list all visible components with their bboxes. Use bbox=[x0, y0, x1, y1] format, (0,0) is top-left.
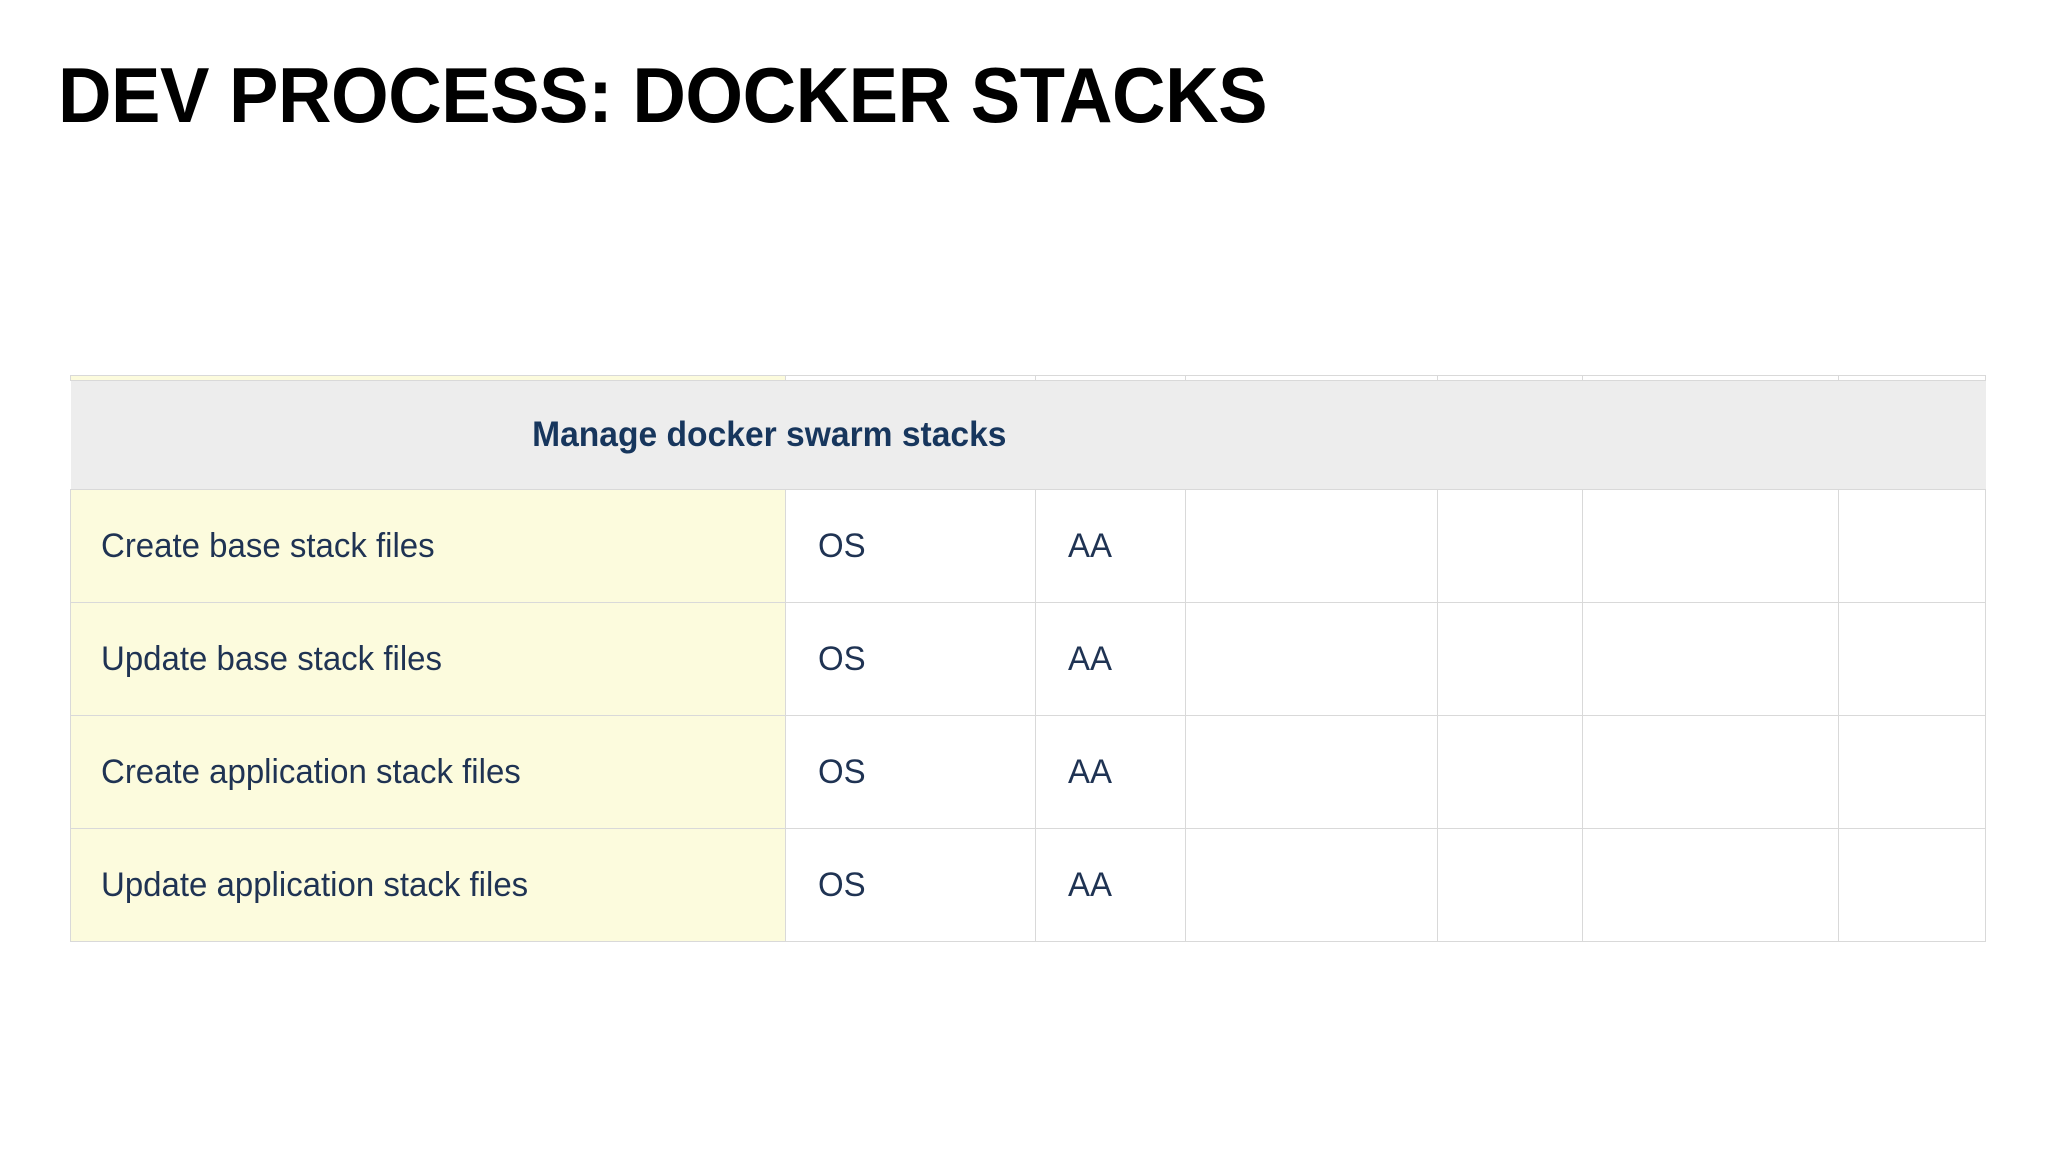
owner-label: OS bbox=[818, 752, 866, 791]
cell-col7[interactable] bbox=[1838, 602, 1986, 716]
cell-owner[interactable]: OS bbox=[785, 602, 1036, 716]
cell-owner[interactable]: OS bbox=[785, 715, 1036, 829]
task-label: Update base stack files bbox=[101, 639, 442, 678]
cell-assignee[interactable]: AA bbox=[1035, 602, 1186, 716]
cell-task[interactable]: Update base stack files bbox=[70, 602, 786, 716]
cell-owner[interactable]: OS bbox=[785, 489, 1036, 603]
owner-label: OS bbox=[818, 639, 866, 678]
cell-assignee[interactable]: AA bbox=[1035, 489, 1186, 603]
task-label: Create base stack files bbox=[101, 526, 435, 565]
table-row[interactable]: Update application stack files OS AA bbox=[70, 828, 1986, 942]
cell-col5[interactable] bbox=[1437, 828, 1583, 942]
page-title: DEV PROCESS: DOCKER STACKS bbox=[58, 51, 1268, 139]
cell-col4[interactable] bbox=[1185, 489, 1438, 603]
cell-task[interactable]: Create base stack files bbox=[70, 489, 786, 603]
cell-col7[interactable] bbox=[1838, 828, 1986, 942]
task-label: Create application stack files bbox=[101, 752, 521, 791]
owner-label: OS bbox=[818, 865, 866, 904]
cell-col7[interactable] bbox=[1838, 715, 1986, 829]
cell-col6[interactable] bbox=[1582, 602, 1839, 716]
cell-col6[interactable] bbox=[1582, 715, 1839, 829]
cell-col5[interactable] bbox=[1437, 715, 1583, 829]
cell-col4[interactable] bbox=[1185, 828, 1438, 942]
cell-assignee[interactable]: AA bbox=[1035, 828, 1186, 942]
cell-col4[interactable] bbox=[1185, 602, 1438, 716]
table-header-row: Manage docker swarm stacks bbox=[70, 380, 1986, 490]
assignee-label: AA bbox=[1068, 639, 1112, 678]
cell-owner[interactable]: OS bbox=[785, 828, 1036, 942]
owner-label: OS bbox=[818, 526, 866, 565]
cell-task[interactable]: Create application stack files bbox=[70, 715, 786, 829]
cell-col6[interactable] bbox=[1582, 828, 1839, 942]
table-sliver-row bbox=[70, 375, 1986, 381]
assignee-label: AA bbox=[1068, 526, 1112, 565]
table-row[interactable]: Update base stack files OS AA bbox=[70, 602, 1986, 716]
cell-task[interactable]: Update application stack files bbox=[70, 828, 786, 942]
cell-col6[interactable] bbox=[1582, 489, 1839, 603]
cell-col4[interactable] bbox=[1185, 715, 1438, 829]
table-row[interactable]: Create base stack files OS AA bbox=[70, 489, 1986, 603]
task-assignment-table: Manage docker swarm stacks Create base s… bbox=[70, 375, 1986, 942]
cell-assignee[interactable]: AA bbox=[1035, 715, 1186, 829]
table-header-title: Manage docker swarm stacks bbox=[531, 415, 1006, 454]
task-label: Update application stack files bbox=[101, 865, 529, 904]
assignee-label: AA bbox=[1068, 752, 1112, 791]
table-header-cell: Manage docker swarm stacks bbox=[70, 380, 1986, 490]
cell-col5[interactable] bbox=[1437, 602, 1583, 716]
sliver-cell-7 bbox=[1838, 375, 1986, 381]
cell-col5[interactable] bbox=[1437, 489, 1583, 603]
table-row[interactable]: Create application stack files OS AA bbox=[70, 715, 1986, 829]
cell-col7[interactable] bbox=[1838, 489, 1986, 603]
assignee-label: AA bbox=[1068, 865, 1112, 904]
